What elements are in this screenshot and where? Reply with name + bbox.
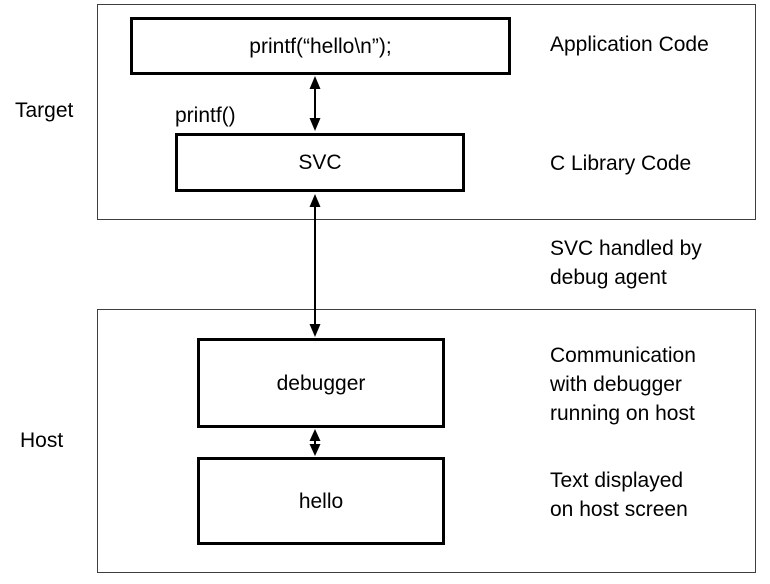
node-hello-label: hello xyxy=(298,489,344,513)
node-svc: SVC xyxy=(175,133,465,192)
host-label: Host xyxy=(20,429,64,452)
node-hello: hello xyxy=(197,457,445,545)
node-svc-label: SVC xyxy=(298,151,342,174)
node-debugger: debugger xyxy=(197,338,445,428)
node-application-code: printf(“hello\n”); xyxy=(130,17,511,75)
annotation-text-displayed: Text displayed on host screen xyxy=(550,469,688,521)
printf-call-label: printf() xyxy=(175,104,236,127)
node-debugger-label: debugger xyxy=(276,371,366,395)
annotation-communication: Communication with debugger running on h… xyxy=(550,344,696,425)
node-application-code-label: printf(“hello\n”); xyxy=(249,34,392,58)
annotation-application-code: Application Code xyxy=(550,33,709,56)
annotation-c-library-code: C Library Code xyxy=(550,152,692,175)
target-label: Target xyxy=(15,99,74,122)
annotation-svc-handled: SVC handled by debug agent xyxy=(550,237,702,289)
host-section-box xyxy=(97,309,756,573)
target-section-box xyxy=(97,4,756,220)
